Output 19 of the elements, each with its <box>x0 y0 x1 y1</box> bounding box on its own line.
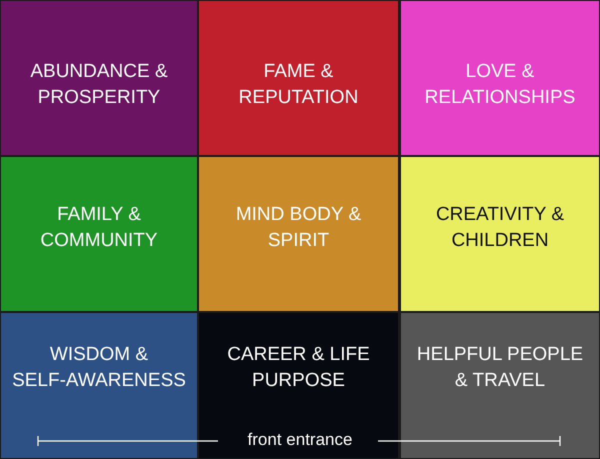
area-label: MIND BODY & SPIRIT <box>234 203 362 253</box>
area-tile <box>199 157 398 311</box>
area-label: ABUNDANCE & PROSPERITY <box>29 60 169 110</box>
entrance-label: front entrance <box>246 430 354 449</box>
area-tile <box>401 157 599 311</box>
area-label: FAME & REPUTATION <box>238 60 360 110</box>
area-label: CREATIVITY & CHILDREN <box>434 203 566 253</box>
area-tile <box>199 313 398 458</box>
area-label: WISDOM & SELF-AWARENESS <box>11 343 187 393</box>
area-label: LOVE & RELATIONSHIPS <box>424 60 576 110</box>
area-label: CAREER & LIFE PURPOSE <box>226 343 371 393</box>
area-tile <box>401 1 599 155</box>
area-label: FAMILY & COMMUNITY <box>39 203 159 253</box>
area-tile <box>1 157 197 311</box>
area-tile <box>1 313 197 458</box>
area-tile <box>1 1 197 155</box>
area-tile <box>401 313 599 458</box>
area-label: HELPFUL PEOPLE & TRAVEL <box>416 343 584 393</box>
area-tile <box>199 1 398 155</box>
